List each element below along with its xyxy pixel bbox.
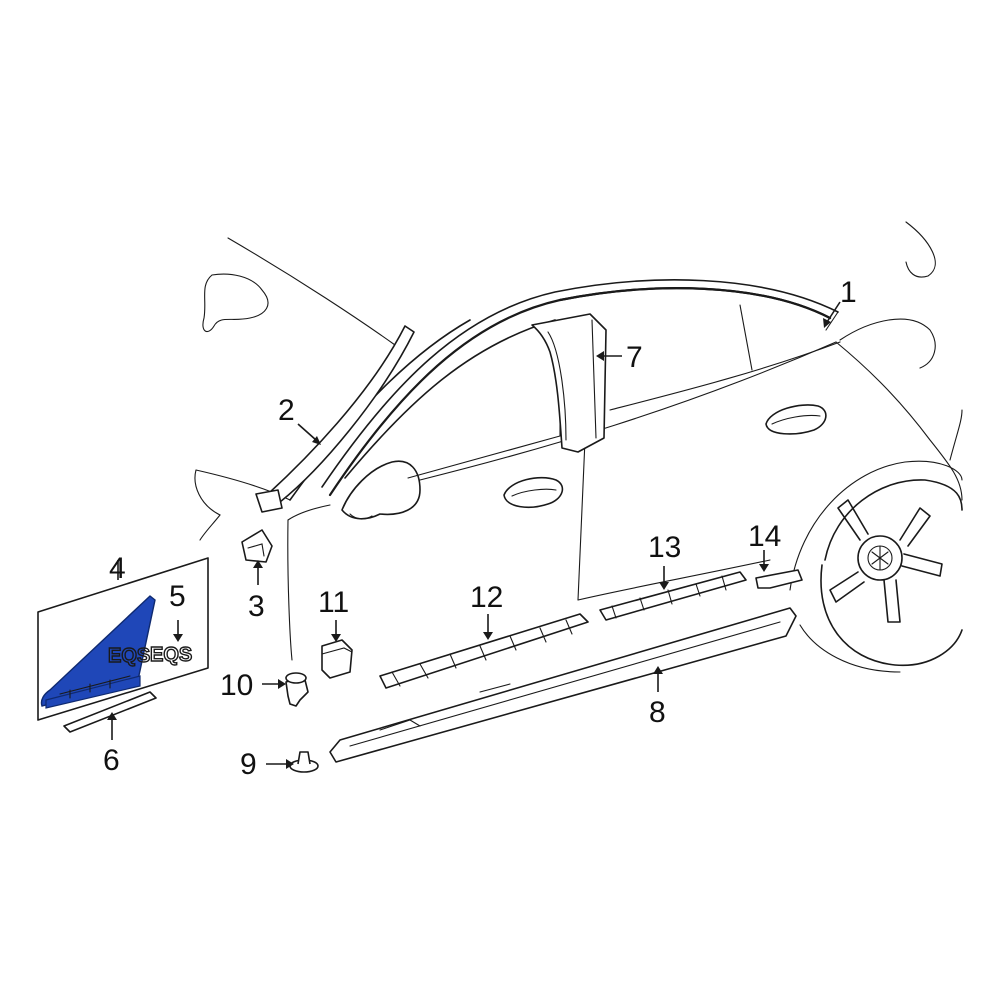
part-13-rocker-bracket[interactable] bbox=[599, 571, 747, 621]
callout-9: 9 bbox=[240, 748, 257, 781]
callout-arrows bbox=[107, 301, 841, 769]
callout-10: 10 bbox=[220, 669, 253, 702]
part-11-block[interactable] bbox=[321, 639, 353, 679]
callout-13: 13 bbox=[648, 531, 681, 564]
part-9-clip[interactable] bbox=[289, 751, 319, 773]
callout-1: 1 bbox=[840, 276, 857, 309]
callout-labels: 1 2 3 4 5 6 7 8 9 10 11 12 13 14 bbox=[103, 276, 857, 781]
rear-wheel bbox=[820, 479, 963, 667]
part-4-emblem: EQS bbox=[108, 645, 150, 667]
part-5-emblem-text: EQS bbox=[150, 644, 192, 666]
callout-6: 6 bbox=[103, 744, 120, 777]
part-10-grommet[interactable] bbox=[285, 672, 309, 707]
part-1-roof-molding[interactable] bbox=[558, 287, 832, 320]
part-6-trim-strip[interactable] bbox=[63, 691, 157, 733]
callout-5: 5 bbox=[169, 580, 186, 613]
part-8-rocker-panel[interactable] bbox=[329, 607, 797, 763]
callout-7: 7 bbox=[626, 341, 643, 374]
callout-14: 14 bbox=[748, 520, 781, 553]
part-12-rocker-bracket[interactable] bbox=[379, 613, 589, 689]
part-4-mirror-trim[interactable]: EQS bbox=[37, 557, 209, 721]
part-5-emblem[interactable]: EQS bbox=[149, 643, 193, 666]
callout-11: 11 bbox=[318, 586, 349, 619]
callout-8: 8 bbox=[649, 696, 666, 729]
callout-3: 3 bbox=[248, 590, 265, 623]
callout-2: 2 bbox=[278, 394, 295, 427]
callout-4: 4 bbox=[109, 552, 126, 585]
part-2-windshield-molding[interactable] bbox=[255, 325, 415, 513]
part-7-pillar-trim[interactable] bbox=[531, 313, 607, 453]
part-3-bracket[interactable] bbox=[241, 529, 273, 563]
part-14-end-cap[interactable] bbox=[755, 569, 803, 589]
callout-12: 12 bbox=[470, 581, 503, 614]
